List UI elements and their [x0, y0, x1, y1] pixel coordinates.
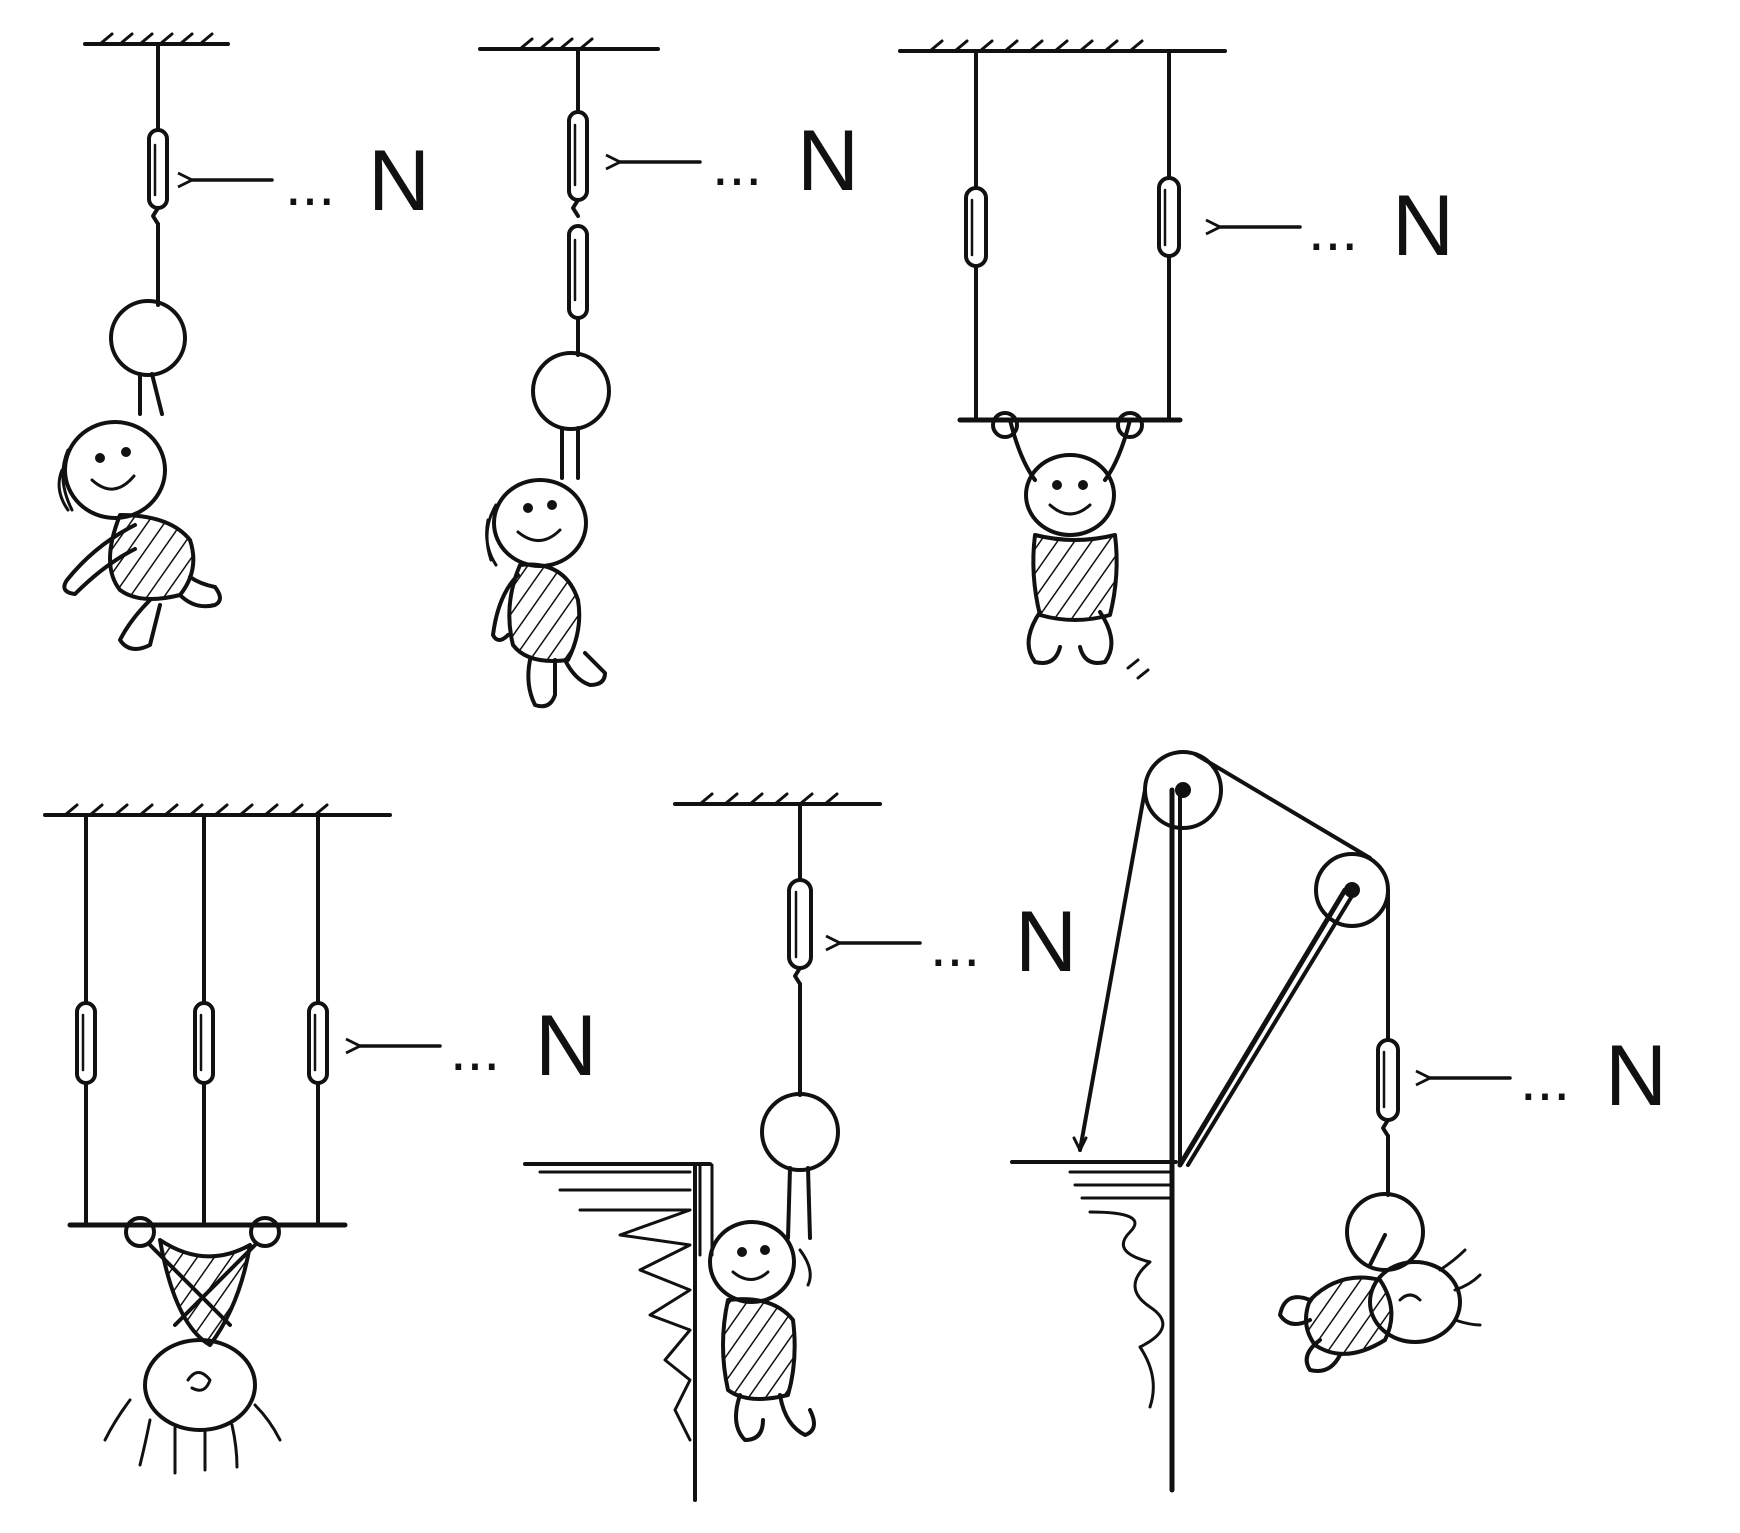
- ceiling: [673, 792, 882, 806]
- label-unit: N: [535, 998, 597, 1094]
- jib: [1177, 887, 1348, 1168]
- label-unit: N: [368, 133, 430, 229]
- child-figure: [57, 372, 222, 651]
- spring-scale-right: [1157, 176, 1181, 258]
- rope-over-pulleys: [1193, 752, 1372, 860]
- panel-2: [478, 37, 702, 709]
- label-dots: ...: [285, 151, 335, 218]
- spring-scale-lower: [567, 224, 589, 320]
- child-figure: [485, 426, 607, 709]
- ceiling: [43, 803, 392, 817]
- ball-weight: [109, 299, 187, 377]
- reading-label-6: ... N: [1520, 1028, 1667, 1124]
- ball-weight: [531, 351, 611, 431]
- spring-scale: [147, 128, 169, 210]
- reading-label-4: ... N: [450, 998, 597, 1094]
- label-unit: N: [797, 113, 859, 209]
- spring-scale: [1376, 1038, 1400, 1122]
- cliff: [523, 1162, 712, 1502]
- label-unit: N: [1605, 1028, 1667, 1124]
- spring-scale-left: [964, 186, 988, 268]
- ceiling: [83, 32, 230, 46]
- reading-label-3: ... N: [1308, 178, 1454, 274]
- ceiling: [898, 39, 1227, 53]
- ball-weight: [760, 1092, 840, 1172]
- spring-scale: [787, 878, 813, 970]
- ceiling: [478, 37, 660, 51]
- ball-weight: [1345, 1192, 1425, 1272]
- spring-scale-upper: [567, 110, 589, 202]
- child-figure: [103, 1216, 282, 1475]
- label-dots: ...: [1520, 1046, 1570, 1113]
- anchor-rope: [1078, 788, 1147, 1152]
- spring-scale-middle: [193, 1001, 215, 1085]
- label-unit: N: [1392, 178, 1454, 274]
- panel-3: [898, 39, 1302, 680]
- child-figure: [698, 1163, 816, 1442]
- label-dots: ...: [712, 131, 762, 198]
- label-dots: ...: [1308, 196, 1358, 263]
- label-unit: N: [1015, 894, 1077, 990]
- label-dots: ...: [450, 1016, 500, 1083]
- child-figure: [1278, 1233, 1482, 1373]
- panel-4: [43, 803, 442, 1475]
- spring-scale-left: [75, 1001, 97, 1085]
- ledge: [1010, 1160, 1178, 1409]
- child-figure: [991, 411, 1150, 680]
- spring-scale-right: [307, 1001, 329, 1085]
- panel-1: [57, 32, 274, 651]
- label-dots: ...: [930, 912, 980, 979]
- reading-label-1: ... N: [285, 133, 430, 229]
- reading-label-2: ... N: [712, 113, 859, 209]
- panel-5: [523, 792, 922, 1502]
- panel-6: [1010, 750, 1512, 1493]
- reading-label-5: ... N: [930, 894, 1077, 990]
